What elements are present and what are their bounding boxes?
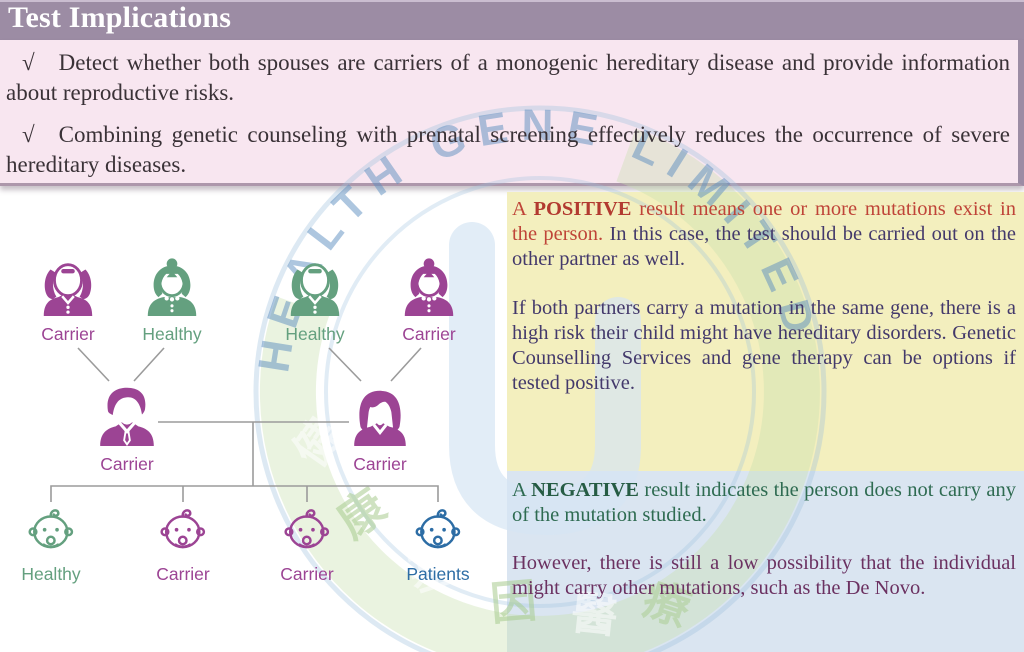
elder-man-icon (37, 254, 99, 318)
person-label: Healthy (142, 324, 202, 344)
negative-keyword: NEGATIVE (531, 479, 639, 501)
baby-icon (280, 502, 333, 555)
positive-keyword: POSITIVE (533, 198, 632, 220)
pedigree-grandfather-1: Carrier (37, 254, 99, 345)
person-label: Carrier (156, 564, 210, 584)
positive-prefix: A (512, 198, 534, 220)
person-label: Healthy (285, 324, 345, 344)
title-bar-background (0, 0, 1024, 40)
pedigree-child-2: Carrier (156, 502, 210, 585)
person-label: Carrier (100, 454, 154, 474)
pedigree-grandfather-2: Healthy (284, 254, 346, 345)
pedigree-mother: Carrier (347, 380, 413, 475)
pedigree-father: Carrier (94, 380, 160, 475)
implication-item: √Combining genetic counseling with prena… (6, 120, 1010, 180)
pedigree-connectors (50, 347, 439, 502)
baby-icon (25, 502, 78, 555)
pedigree-grandmother-2: Carrier (398, 254, 460, 345)
pedigree-child-4: Patients (406, 502, 470, 585)
check-bullet: √ (22, 50, 35, 75)
page-title: Test Implications (8, 1, 232, 34)
pedigree-child-1: Healthy (21, 502, 81, 585)
negative-prefix: A (512, 479, 532, 501)
person-label: Carrier (353, 454, 407, 474)
negative-paragraph-2: However, there is still a low possibilit… (512, 552, 1016, 599)
pedigree-diagram: Carrier Healthy Healthy Carrier Carrier … (8, 196, 500, 652)
negative-paragraph: A NEGATIVE result indicates the person d… (512, 478, 1016, 528)
elder-woman-icon (141, 254, 203, 318)
implication-text: Combining genetic counseling with prenat… (6, 122, 1010, 177)
person-label: Carrier (402, 324, 456, 344)
elder-man-icon (284, 254, 346, 318)
implications-panel: √Detect whether both spouses are carrier… (0, 42, 1014, 192)
person-label: Carrier (41, 324, 95, 344)
positive-paragraph-2: If both partners carry a mutation in the… (512, 297, 1016, 394)
implication-text: Detect whether both spouses are carriers… (6, 50, 1010, 105)
man-icon (94, 380, 160, 448)
elder-woman-icon (398, 254, 460, 318)
title-bar: Test Implications (0, 0, 1024, 40)
woman-icon (347, 380, 413, 448)
pedigree-grandmother-1: Healthy (141, 254, 203, 345)
baby-icon (156, 502, 209, 555)
pedigree-child-3: Carrier (280, 502, 334, 585)
positive-paragraph: A POSITIVE result means one or more muta… (512, 197, 1016, 272)
person-label: Patients (406, 564, 470, 584)
person-label: Carrier (280, 564, 334, 584)
implication-item: √Detect whether both spouses are carrier… (6, 48, 1010, 108)
positive-result-panel: A POSITIVE result means one or more muta… (507, 192, 1024, 396)
negative-result-panel: A NEGATIVE result indicates the person d… (507, 471, 1024, 601)
person-label: Healthy (21, 564, 81, 584)
baby-icon (411, 502, 464, 555)
check-bullet: √ (22, 122, 35, 147)
implications-panel-background (0, 40, 1024, 186)
